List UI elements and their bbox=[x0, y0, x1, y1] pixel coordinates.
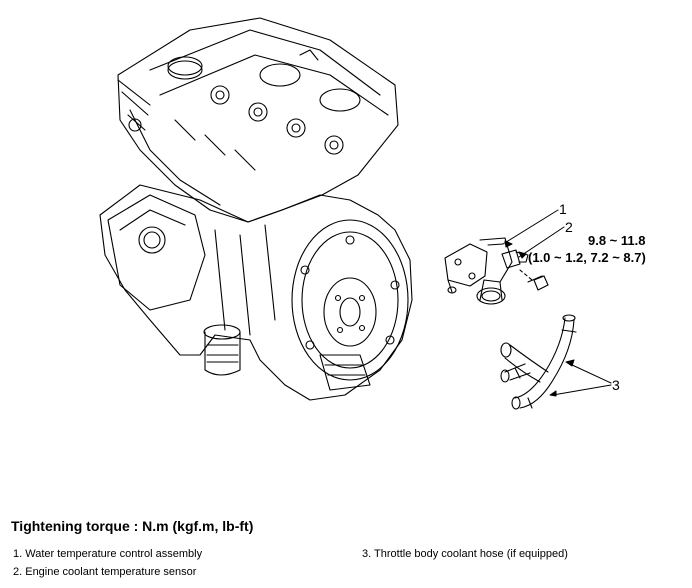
engine-block-drawing bbox=[99, 17, 413, 401]
legend-item-3: 3. Throttle body coolant hose (if equipp… bbox=[362, 548, 568, 560]
callout-3: 3 bbox=[612, 377, 620, 393]
coolant-hose-drawing bbox=[500, 314, 577, 410]
mounting-bolt-drawing bbox=[519, 269, 549, 291]
legend-item-1: 1. Water temperature control assembly bbox=[13, 548, 203, 560]
torque-spec-nm: 9.8 ~ 11.8 bbox=[588, 233, 646, 248]
legend-item-2: 2. Engine coolant temperature sensor bbox=[13, 566, 197, 578]
callout-1: 1 bbox=[559, 201, 567, 217]
engine-assembly-illustration bbox=[99, 17, 612, 410]
water-temp-control-drawing bbox=[444, 237, 529, 305]
leader-lines bbox=[502, 209, 612, 397]
tightening-torque-heading: Tightening torque : N.m (kgf.m, lb-ft) bbox=[11, 518, 254, 534]
callout-2: 2 bbox=[565, 219, 573, 235]
torque-spec-kgfm-lbft: (1.0 ~ 1.2, 7.2 ~ 8.7) bbox=[528, 250, 646, 265]
